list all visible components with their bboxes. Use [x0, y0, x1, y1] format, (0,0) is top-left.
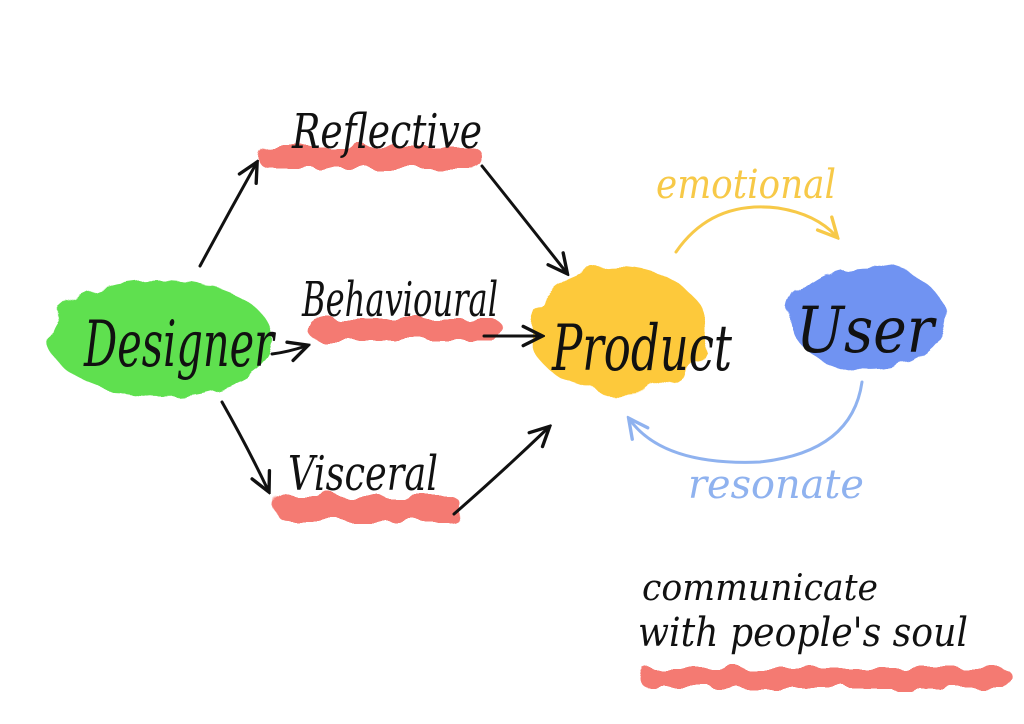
product-label: Product	[551, 312, 732, 386]
designer-blob	[48, 280, 272, 396]
resonate-label: resonate	[688, 462, 864, 508]
reflective-highlight	[258, 146, 482, 168]
note-line-2: with people's soul	[638, 610, 968, 656]
arrow-visceral-to-product	[452, 428, 548, 516]
user-blob	[790, 266, 946, 370]
visceral-label: Visceral	[288, 446, 438, 502]
behavioural-label: Behavioural	[301, 272, 498, 328]
emotional-arrow	[674, 205, 836, 254]
resonate-arrow	[630, 380, 864, 464]
product-blob	[530, 266, 706, 394]
reflective-label: Reflective	[291, 104, 482, 160]
emotional-label: emotional	[656, 162, 836, 208]
designer-label: Designer	[83, 308, 276, 382]
arrow-reflective-to-product	[480, 164, 566, 272]
arrow-designer-to-behavioural	[270, 346, 306, 354]
behavioural-highlight	[308, 318, 502, 340]
note-line-1: communicate	[642, 568, 878, 609]
note-highlight	[640, 668, 1012, 688]
arrow-designer-to-visceral	[220, 400, 268, 490]
arrow-designer-to-reflective	[198, 164, 256, 268]
user-label: User	[796, 294, 937, 368]
visceral-highlight	[276, 496, 462, 522]
